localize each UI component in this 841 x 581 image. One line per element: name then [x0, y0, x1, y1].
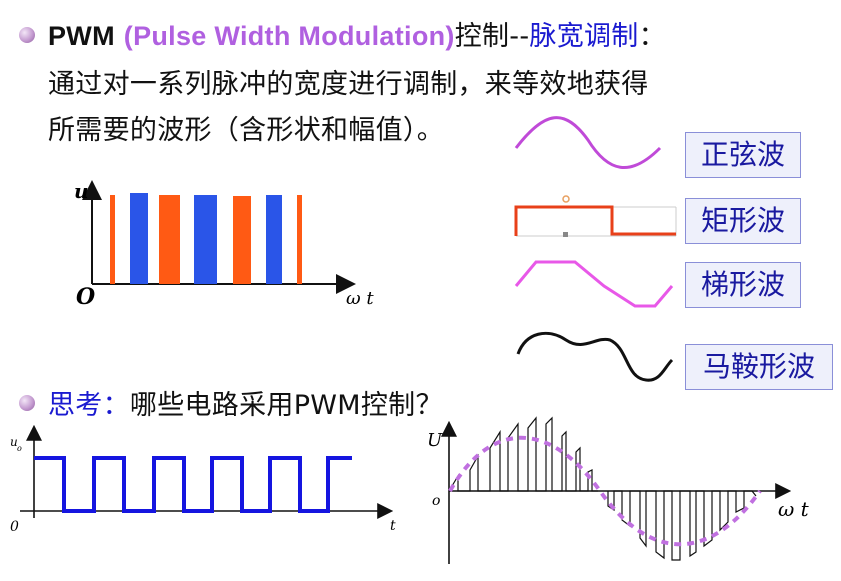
chart2-ylabel: u: [10, 435, 18, 449]
chart1-origin: O: [76, 284, 95, 310]
think-line: 思考：哪些电路采用PWM控制？: [48, 383, 443, 422]
label-sine-wave: 正弦波: [685, 132, 801, 178]
label-rectangular-wave: 矩形波: [685, 198, 801, 244]
saddle-wave-shape: [516, 331, 674, 382]
square-wave-chart: u o 0 t: [10, 424, 396, 535]
heading-pwm: PWM: [48, 21, 115, 51]
think-question: 哪些电路采用PWM控制？: [129, 390, 443, 421]
pulse-bar: [130, 193, 148, 284]
heading-line: PWM (Pulse Width Modulation)控制--脉宽调制：: [48, 14, 666, 53]
chart1-ylabel: u: [74, 179, 89, 203]
pulse-bar: [159, 195, 180, 284]
sine-wave-shape: [514, 116, 662, 170]
heading-colon: ：: [638, 21, 666, 52]
label-trapezoid-wave: 梯形波: [685, 262, 801, 308]
spwm-chart: U o ω t: [427, 416, 810, 564]
pwm-pulse-chart: u O ω t: [74, 179, 374, 310]
chart1-xlabel: ω t: [346, 288, 374, 309]
chart2-xlabel: t: [390, 518, 396, 534]
chart3-ylabel: U: [427, 430, 443, 451]
body-line-2: 通过对一系列脉冲的宽度进行调制，来等效地获得: [48, 69, 649, 100]
bullet-icon: [19, 27, 35, 43]
chart2-ylabel-sub: o: [17, 444, 22, 453]
spwm-negative-pulses: [607, 490, 757, 561]
label-saddle-wave: 马鞍形波: [685, 344, 833, 390]
heading-control: 控制--: [454, 21, 530, 52]
pulse-bar: [110, 195, 115, 284]
think-label: 思考：: [48, 390, 130, 421]
pulse-bar: [233, 196, 251, 284]
chart2-origin: 0: [10, 519, 19, 535]
body-line-3: 所需要的波形（含形状和幅值）。: [48, 115, 444, 146]
pulse-bar: [194, 195, 217, 284]
square-wave-line: [34, 456, 352, 513]
heading-full-name: (Pulse Width Modulation): [123, 21, 455, 51]
pulse-bar: [297, 195, 302, 284]
trapezoid-wave-shape: [514, 260, 674, 308]
chart3-xlabel: ω t: [778, 497, 810, 521]
heading-cn: 脉宽调制: [529, 21, 639, 52]
chart3-origin: o: [432, 493, 440, 509]
spwm-positive-pulses: [448, 416, 598, 492]
bullet-icon: [19, 395, 35, 411]
pulse-bar: [266, 195, 282, 284]
rect-wave-shape: [514, 195, 677, 237]
